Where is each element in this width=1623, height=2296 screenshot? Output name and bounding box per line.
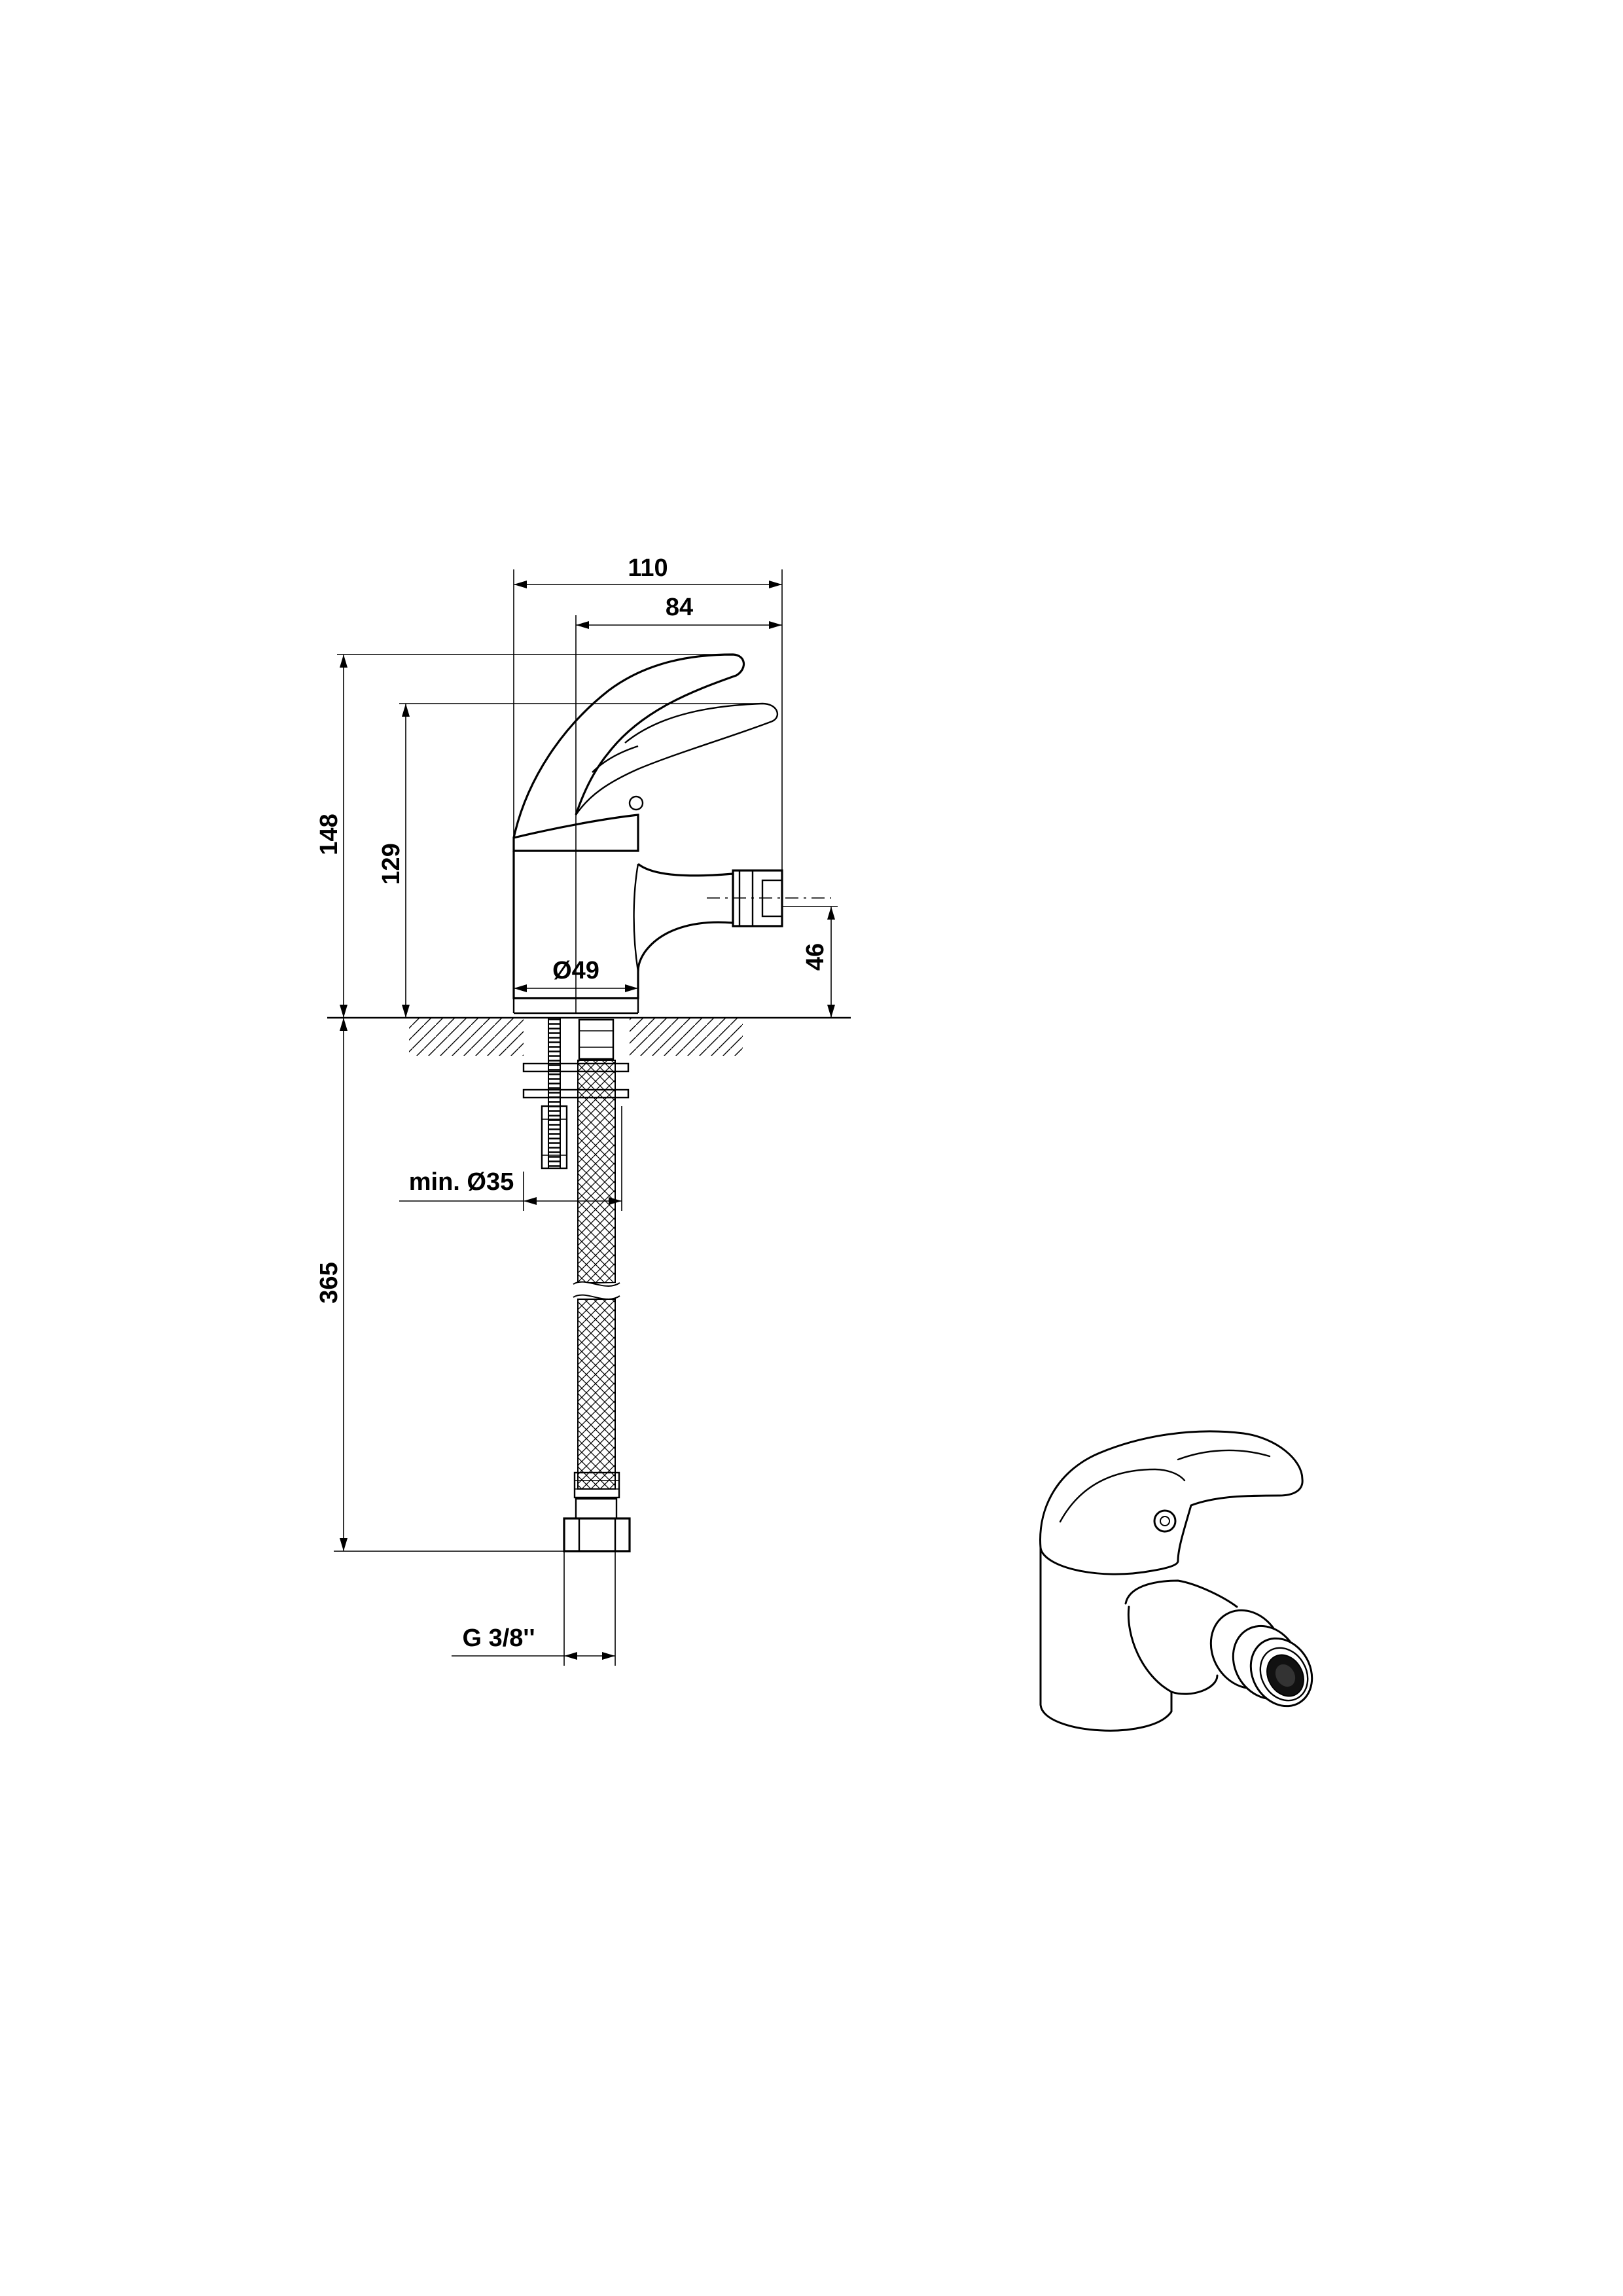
dim-lever-height: 129	[378, 843, 405, 884]
counter-surface	[327, 1016, 851, 1057]
dim-hose-length: 365	[315, 1262, 343, 1303]
braided-hose	[563, 1060, 631, 1552]
mounting-hardware	[522, 1017, 630, 1170]
dimension-labels: 110 84 148 129 46 Ø49 min. Ø35 365 G 3/8…	[315, 554, 829, 1652]
dim-body-diameter: Ø49	[552, 957, 599, 984]
dim-hose-thread: G 3/8''	[462, 1624, 535, 1652]
dim-overall-width: 110	[628, 554, 668, 582]
dim-spout-width: 84	[666, 594, 693, 621]
dim-hole-diameter: min. Ø35	[409, 1168, 514, 1196]
mixer-body	[512, 653, 831, 1014]
dimension-lines	[334, 569, 838, 1666]
dim-outlet-height: 46	[802, 943, 829, 971]
side-view: 110 84 148 129 46 Ø49 min. Ø35 365 G 3/8…	[315, 554, 851, 1666]
isometric-view	[1039, 1430, 1313, 1732]
dim-total-height: 148	[315, 814, 343, 855]
